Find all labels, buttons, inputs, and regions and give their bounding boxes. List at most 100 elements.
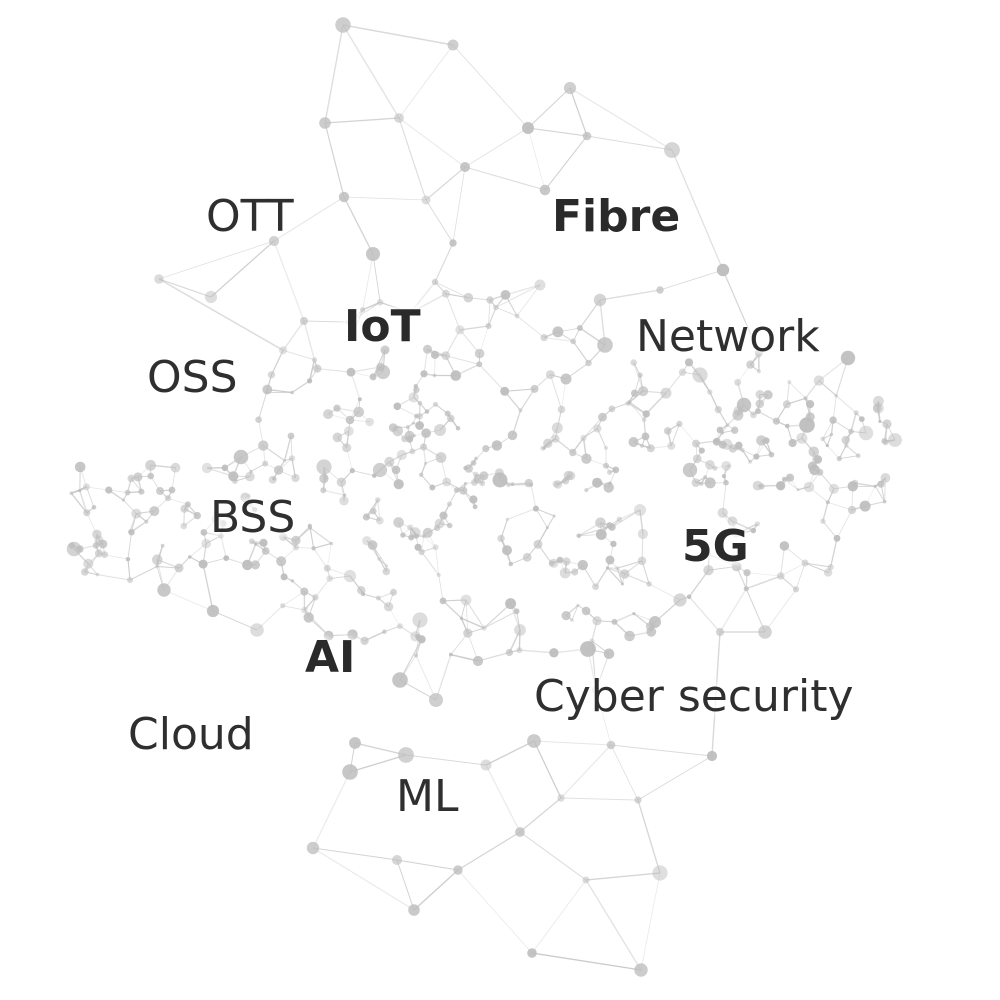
network-edge bbox=[271, 350, 284, 376]
network-edge bbox=[283, 350, 315, 361]
network-node bbox=[560, 373, 572, 385]
network-node bbox=[502, 545, 512, 556]
network-node bbox=[453, 487, 460, 493]
network-node bbox=[345, 415, 355, 425]
network-edge bbox=[343, 196, 427, 201]
network-node bbox=[593, 424, 602, 433]
network-node bbox=[721, 461, 732, 471]
network-node bbox=[513, 608, 520, 615]
network-node bbox=[505, 517, 510, 521]
network-edge bbox=[478, 363, 506, 392]
network-node bbox=[264, 390, 269, 395]
network-node bbox=[127, 474, 136, 483]
network-node bbox=[338, 191, 350, 203]
network-edge bbox=[343, 196, 374, 255]
network-node bbox=[301, 606, 308, 614]
network-edge bbox=[544, 135, 588, 191]
network-node bbox=[706, 552, 712, 557]
network-node bbox=[716, 263, 730, 277]
network-node bbox=[806, 400, 815, 409]
network-node bbox=[164, 495, 172, 502]
network-node bbox=[828, 483, 839, 494]
network-edge bbox=[405, 754, 487, 766]
network-node bbox=[343, 493, 347, 497]
network-node bbox=[383, 602, 394, 612]
network-edge bbox=[413, 869, 459, 911]
network-edge bbox=[396, 859, 415, 911]
network-node bbox=[755, 408, 761, 415]
network-node bbox=[393, 479, 404, 490]
network-node bbox=[180, 522, 188, 530]
network-node bbox=[637, 528, 649, 540]
network-node bbox=[522, 552, 532, 562]
network-node bbox=[734, 378, 742, 386]
network-node bbox=[748, 459, 752, 464]
network-edge bbox=[583, 416, 603, 439]
network-node bbox=[803, 396, 808, 401]
network-edge bbox=[459, 325, 489, 331]
network-edge bbox=[822, 502, 829, 522]
network-edge bbox=[399, 625, 416, 637]
network-node bbox=[754, 349, 763, 357]
network-node bbox=[91, 505, 97, 510]
network-node bbox=[834, 393, 839, 398]
network-node bbox=[391, 465, 401, 475]
network-node bbox=[463, 481, 468, 486]
network-node bbox=[455, 426, 461, 431]
network-node bbox=[459, 616, 463, 620]
network-node bbox=[482, 445, 490, 453]
network-node bbox=[74, 461, 86, 473]
network-node bbox=[365, 417, 375, 427]
network-node bbox=[188, 555, 192, 559]
network-node bbox=[420, 443, 428, 451]
network-edge bbox=[326, 543, 332, 569]
network-node bbox=[813, 455, 823, 464]
network-node bbox=[576, 533, 582, 539]
network-node bbox=[597, 337, 613, 353]
network-edge bbox=[324, 122, 345, 198]
network-node bbox=[472, 655, 484, 667]
network-node bbox=[723, 479, 729, 486]
network-node bbox=[476, 361, 483, 368]
network-edge bbox=[363, 593, 379, 599]
network-node bbox=[390, 588, 397, 596]
network-edge bbox=[158, 278, 284, 351]
network-node bbox=[394, 113, 404, 123]
network-node bbox=[69, 491, 74, 496]
network-node bbox=[180, 504, 189, 513]
network-node bbox=[570, 338, 577, 345]
network-node bbox=[595, 517, 606, 528]
network-edge bbox=[457, 831, 521, 871]
network-edge bbox=[324, 117, 400, 124]
network-node bbox=[420, 370, 428, 378]
network-node bbox=[740, 447, 745, 453]
network-node bbox=[280, 603, 286, 609]
network-node bbox=[763, 390, 773, 400]
network-node bbox=[755, 390, 765, 399]
network-node bbox=[127, 577, 133, 583]
network-edge bbox=[158, 240, 275, 280]
network-node bbox=[380, 345, 390, 355]
network-node bbox=[213, 510, 219, 516]
network-node bbox=[446, 501, 453, 507]
network-node bbox=[250, 623, 264, 637]
network-node bbox=[527, 734, 541, 748]
network-node bbox=[841, 435, 850, 445]
network-node bbox=[692, 367, 708, 383]
term-cyber-security: Cyber security bbox=[534, 671, 854, 722]
network-edge bbox=[477, 652, 510, 662]
network-node bbox=[273, 465, 284, 475]
network-edge bbox=[531, 879, 587, 954]
network-node bbox=[576, 325, 583, 331]
network-node bbox=[500, 290, 511, 300]
network-edge bbox=[610, 744, 639, 801]
network-edge bbox=[282, 320, 305, 351]
network-node bbox=[124, 489, 131, 496]
network-node bbox=[333, 404, 341, 412]
network-node bbox=[727, 464, 731, 468]
network-node bbox=[360, 307, 366, 313]
network-node bbox=[516, 647, 523, 654]
network-node bbox=[660, 387, 672, 399]
network-node bbox=[370, 507, 377, 515]
network-edge bbox=[312, 847, 398, 861]
